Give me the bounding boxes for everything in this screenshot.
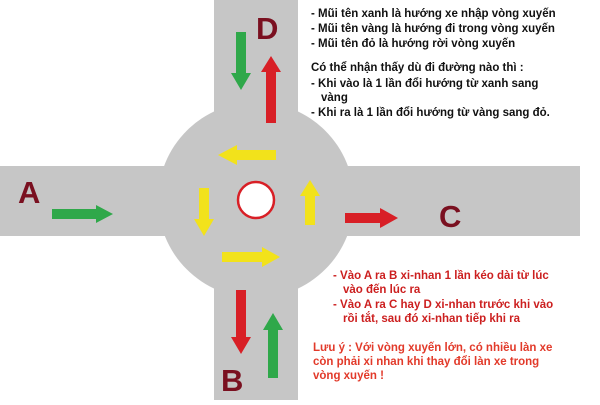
observation-line-entry-cont: vàng <box>321 92 348 104</box>
warning-line-1: Lưu ý : Với vòng xuyến lớn, có nhiều làn… <box>313 342 553 354</box>
exit-arrow-east <box>345 208 398 228</box>
exit-arrow-north <box>261 56 281 123</box>
warning-line-3: vòng xuyến ! <box>313 370 384 382</box>
observation-line-exit: - Khi ra là 1 lần đổi hướng từ vàng sang… <box>311 107 550 119</box>
legend-line-red: - Mũi tên đỏ là hướng rời vòng xuyến <box>311 38 516 50</box>
point-label-a: A <box>18 175 40 210</box>
signal-note-a-to-c-d: - Vào A ra C hay D xi-nhan trước khi vào <box>333 299 554 311</box>
circulating-arrow-right <box>300 180 320 225</box>
signal-note-a-to-c-d-cont: rồi tắt, sau đó xi-nhan tiếp khi ra <box>343 313 520 325</box>
point-label-d: D <box>256 11 278 46</box>
entry-arrow-north <box>231 32 251 90</box>
point-label-c: C <box>439 199 461 234</box>
circulating-arrow-bottom <box>222 247 280 267</box>
circulating-arrow-top <box>218 145 276 165</box>
legend-line-yellow: - Mũi tên vàng là hướng đi trong vòng xu… <box>311 23 555 35</box>
entry-arrow-south <box>263 313 283 378</box>
circulating-arrow-left <box>194 188 214 236</box>
point-label-b: B <box>221 363 243 398</box>
exit-arrow-south <box>231 290 251 354</box>
entry-arrow-west <box>52 205 113 223</box>
legend-line-green: - Mũi tên xanh là hướng xe nhập vòng xuy… <box>311 8 556 20</box>
observation-line-entry: - Khi vào là 1 lần đổi hướng từ xanh san… <box>311 78 539 90</box>
signal-note-a-to-b-cont: vào đến lúc ra <box>343 284 421 296</box>
road-east <box>320 166 580 236</box>
warning-line-2: còn phải xi nhan khi thay đổi làn xe tro… <box>313 356 540 368</box>
signal-note-a-to-b: - Vào A ra B xi-nhan 1 lần kéo dài từ lú… <box>333 270 549 282</box>
central-island <box>236 180 276 220</box>
observation-heading: Có thể nhận thấy dù đi đường nào thì : <box>311 62 524 74</box>
